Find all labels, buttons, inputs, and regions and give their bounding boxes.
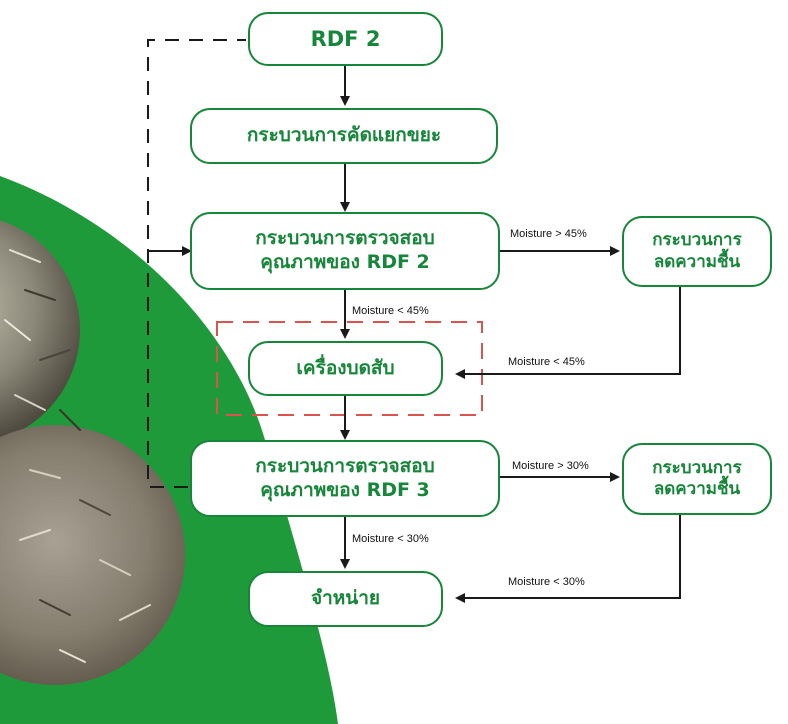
node-inspect-rdf2-line2: คุณภาพของ RDF 2 bbox=[260, 251, 430, 273]
label-rdf3-under-30: Moisture < 30% bbox=[352, 533, 429, 545]
dashed-loop-line bbox=[147, 39, 246, 488]
node-dry-1-line1: กระบวนการ bbox=[652, 230, 742, 251]
red-dashed-highlight bbox=[216, 321, 483, 416]
node-dry-1: กระบวนการ ลดความชื้น bbox=[622, 216, 772, 287]
waste-photo-bottom bbox=[0, 425, 185, 685]
node-dry-1-line2: ลดความชื้น bbox=[653, 251, 741, 272]
label-rdf3-over-30: Moisture > 30% bbox=[512, 460, 589, 472]
node-shredder-label: เครื่องบดสับ bbox=[296, 356, 395, 379]
label-rdf2-over-45: Moisture > 45% bbox=[510, 228, 587, 240]
label-rdf2-under-45: Moisture < 45% bbox=[352, 305, 429, 317]
waste-photo-top bbox=[0, 220, 80, 440]
node-dry-2-line2: ลดความชื้น bbox=[653, 479, 741, 499]
node-inspect-rdf3-line1: กระบวนการตรวจสอบ bbox=[255, 454, 435, 477]
node-sorting-label: กระบวนการคัดแยกขยะ bbox=[246, 124, 442, 147]
node-dry-2-line1: กระบวนการ bbox=[652, 457, 742, 478]
node-rdf2-label: RDF 2 bbox=[310, 26, 381, 51]
node-inspect-rdf2: กระบวนการตรวจสอบ คุณภาพของ RDF 2 bbox=[190, 212, 500, 290]
node-inspect-rdf3-line2: คุณภาพของ RDF 3 bbox=[260, 478, 430, 501]
node-dry-2: กระบวนการ ลดความชื้น bbox=[622, 443, 772, 515]
node-shredder: เครื่องบดสับ bbox=[248, 341, 443, 396]
label-dry2-return: Moisture < 30% bbox=[508, 576, 585, 588]
node-sorting: กระบวนการคัดแยกขยะ bbox=[190, 108, 498, 164]
node-rdf2: RDF 2 bbox=[248, 12, 443, 66]
node-sell: จำหน่าย bbox=[248, 571, 443, 627]
node-sell-label: จำหน่าย bbox=[310, 587, 381, 610]
node-inspect-rdf2-line1: กระบวนการตรวจสอบ bbox=[255, 227, 435, 250]
arrow-dry1-to-shredder bbox=[455, 287, 681, 379]
node-inspect-rdf3: กระบวนการตรวจสอบ คุณภาพของ RDF 3 bbox=[190, 440, 500, 517]
waste-photo-texture bbox=[4, 249, 151, 663]
label-dry1-return: Moisture < 45% bbox=[508, 356, 585, 368]
arrow-dry2-to-sell bbox=[455, 515, 681, 603]
